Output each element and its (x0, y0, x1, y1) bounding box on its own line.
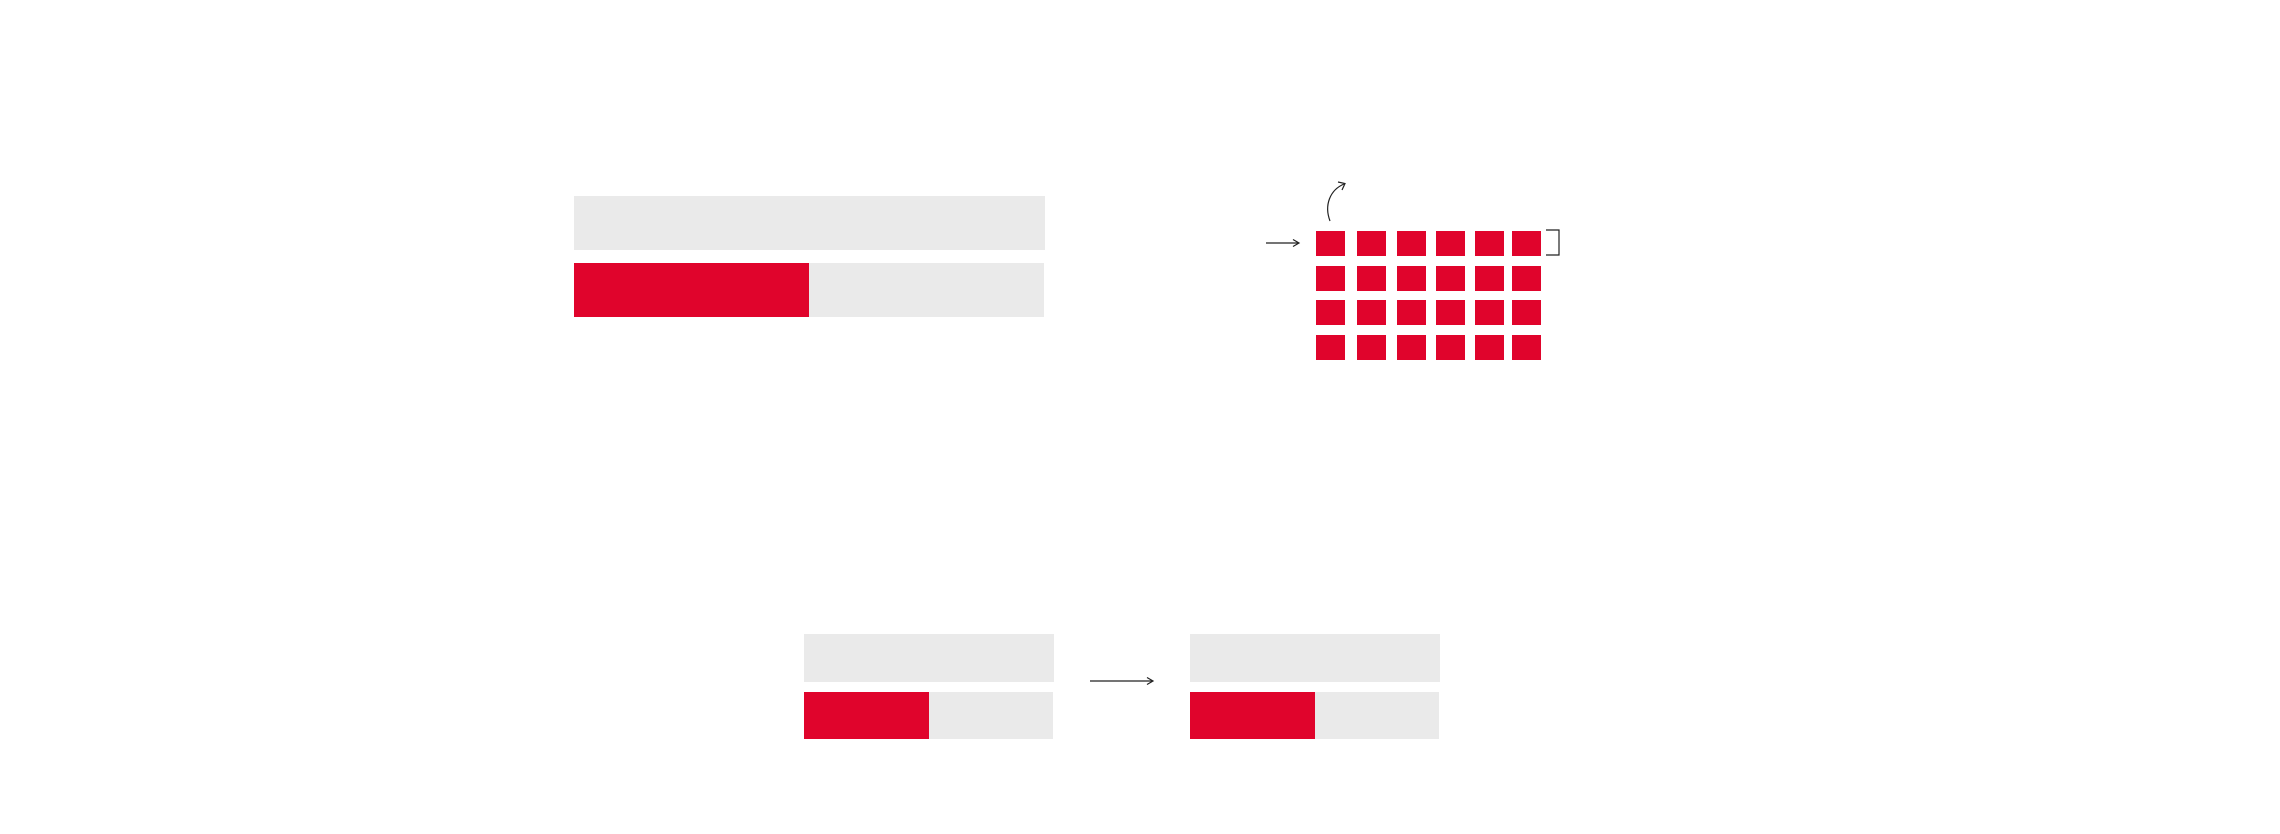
grid-square (1475, 231, 1504, 256)
enter-arrow-icon (1266, 238, 1301, 248)
grid-square (1357, 300, 1386, 325)
bottom-after-bar-half (1190, 692, 1439, 739)
grid-square (1436, 231, 1465, 256)
grid-square (1316, 231, 1345, 256)
grid-square (1512, 335, 1541, 360)
grid-square (1475, 335, 1504, 360)
bottom-after-bar-empty (1190, 634, 1440, 682)
grid-square (1397, 300, 1426, 325)
grid-square (1357, 266, 1386, 291)
top-left-bar-empty (574, 196, 1045, 250)
grid-square (1436, 266, 1465, 291)
grid-square (1475, 266, 1504, 291)
grid-square (1436, 300, 1465, 325)
top-left-bar-half (574, 263, 1044, 317)
grid-square (1512, 266, 1541, 291)
grid-square (1397, 266, 1426, 291)
open-slot-outline (1546, 229, 1560, 256)
bottom-before-bar-half (804, 692, 1053, 739)
grid-square (1512, 300, 1541, 325)
bottom-before-bar-empty (804, 634, 1054, 682)
bottom-before-bar-half-fill (804, 692, 929, 739)
curved-arrow-icon (1327, 181, 1346, 222)
grid-square (1357, 335, 1386, 360)
grid-square (1316, 335, 1345, 360)
grid-square (1316, 266, 1345, 291)
grid-square (1357, 231, 1386, 256)
grid-square (1475, 300, 1504, 325)
grid-square (1512, 231, 1541, 256)
grid-square (1397, 335, 1426, 360)
top-left-bar-half-fill (574, 263, 809, 317)
transition-arrow-icon (1090, 676, 1155, 686)
grid-square (1436, 335, 1465, 360)
grid-square (1397, 231, 1426, 256)
bottom-after-bar-half-fill (1190, 692, 1315, 739)
grid-square (1316, 300, 1345, 325)
